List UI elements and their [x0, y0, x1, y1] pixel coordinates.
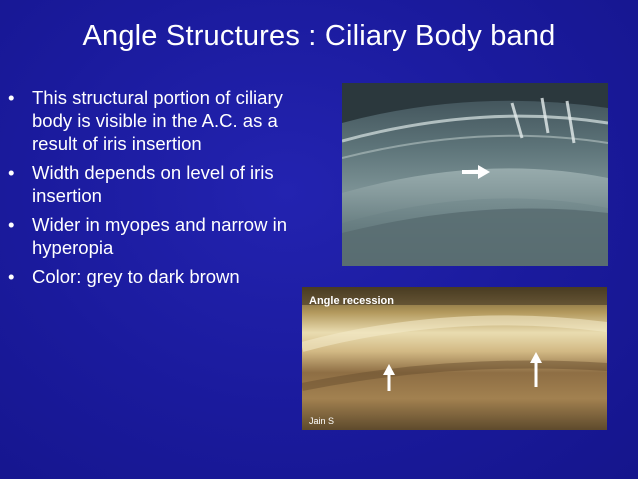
bullet-item: • Width depends on level of iris inserti…	[6, 161, 306, 207]
gonioscopy-photo-top	[342, 83, 608, 266]
bullet-list: • This structural portion of ciliary bod…	[6, 86, 306, 294]
photo-credit: Jain S	[309, 416, 335, 426]
bullet-icon: •	[8, 214, 15, 235]
bullet-text: Color: grey to dark brown	[32, 266, 240, 287]
bullet-item: • This structural portion of ciliary bod…	[6, 86, 306, 155]
angle-recession-image	[302, 287, 607, 430]
gonioscopy-image	[342, 83, 608, 266]
photo-label: Angle recession	[309, 295, 394, 307]
bullet-item: • Color: grey to dark brown	[6, 265, 306, 288]
slide-title: Angle Structures : Ciliary Body band	[82, 20, 556, 52]
bullet-text: Wider in myopes and narrow in hyperopia	[32, 214, 287, 258]
bullet-item: • Wider in myopes and narrow in hyperopi…	[6, 213, 306, 259]
bullet-text: Width depends on level of iris insertion	[32, 162, 274, 206]
angle-recession-photo: Angle recession Jain S	[302, 287, 607, 430]
bullet-icon: •	[8, 87, 15, 108]
bullet-icon: •	[8, 162, 15, 183]
bullet-icon: •	[8, 266, 15, 287]
bullet-text: This structural portion of ciliary body …	[32, 87, 283, 154]
